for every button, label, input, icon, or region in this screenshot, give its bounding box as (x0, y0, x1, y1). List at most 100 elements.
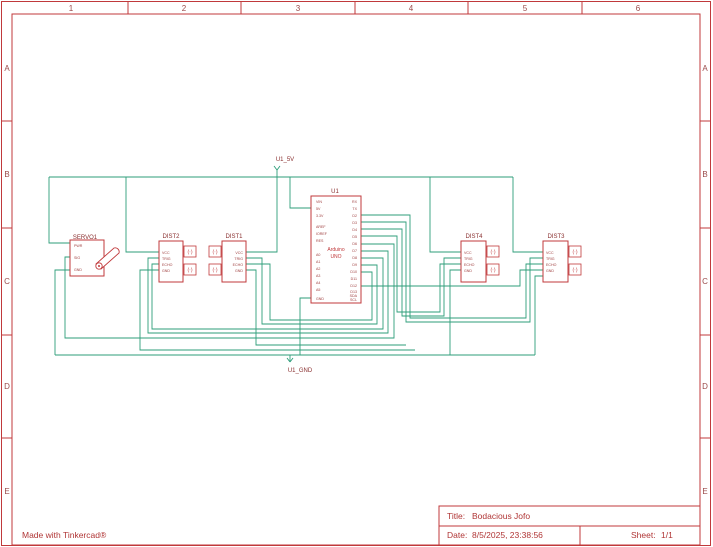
pin-label: ECHO (546, 263, 557, 267)
wire-dist3-gnd (534, 275, 543, 355)
row-labels: A B C D E A B C D E (4, 64, 708, 496)
pin-label: A4 (316, 281, 320, 285)
column-labels: 1 2 3 4 5 6 (69, 4, 641, 13)
net-label-gnd: U1_GND (288, 368, 313, 374)
row-label: E (702, 487, 707, 496)
pin-label: SCL (350, 298, 357, 302)
distance-sensor-dist1[interactable]: DIST1 VCC TRIG ECHO GND (·) (·) (208, 234, 247, 283)
board-name: Arduino (327, 247, 344, 253)
made-with-tinkercad: Made with Tinkercad® (22, 530, 107, 540)
row-label: B (4, 170, 9, 179)
pin-label: SDA (350, 294, 358, 298)
wires (48, 170, 543, 362)
sheet-label: Sheet: (631, 530, 656, 540)
pin-label: IOREF (316, 232, 328, 236)
transducer-icon (183, 263, 197, 276)
date-value: 8/5/2025, 23:38:56 (472, 530, 543, 540)
component-ref: U1 (331, 189, 339, 195)
sensor-body (158, 240, 184, 283)
svg-text:(·): (·) (491, 268, 496, 274)
pin-label: D4 (352, 228, 357, 232)
pin-label: D12 (350, 284, 357, 288)
svg-text:(·): (·) (213, 268, 218, 274)
pin-label: RES (316, 239, 324, 243)
transducer-icon (486, 263, 500, 276)
pin-label: D10 (350, 270, 357, 274)
pin-label: GND (316, 297, 324, 301)
component-ref: DIST3 (547, 234, 565, 240)
wire-u1-5v (289, 177, 311, 209)
pin-label: A5 (316, 288, 320, 292)
date-label: Date: (447, 530, 467, 540)
column-label: 1 (69, 4, 74, 13)
pin-label: 3.3V (316, 214, 324, 218)
net-u1-gnd: U1_GND (286, 357, 313, 374)
arduino-body (310, 195, 362, 304)
title-label: Title: (447, 511, 465, 521)
pin-label: VCC (162, 251, 170, 255)
pin-label: D5 (352, 235, 357, 239)
power-arrow-icon (273, 165, 281, 171)
pin-label: GND (546, 269, 554, 273)
wire-dist1-trig (246, 257, 378, 325)
row-label: A (4, 64, 10, 73)
row-label: D (702, 382, 708, 391)
sensor-body (221, 240, 247, 283)
sensor-body (542, 240, 569, 283)
arduino-uno-u1[interactable]: U1 Arduino UNO VIN 5V 3.3V AREF IOREF RE… (310, 189, 362, 304)
wire-dist3-echo (361, 214, 543, 319)
pin-label: TX (352, 207, 357, 211)
pin-label: A3 (316, 274, 320, 278)
distance-sensor-dist4[interactable]: DIST4 VCC TRIG ECHO GND (·) (·) (460, 234, 500, 283)
pin-label: 5V (316, 207, 321, 211)
pin-label: VIN (316, 200, 322, 204)
component-ref: DIST4 (465, 234, 483, 240)
pin-label: AREF (316, 225, 326, 229)
svg-text:(·): (·) (573, 250, 578, 256)
svg-text:(·): (·) (188, 268, 193, 274)
pin-label: D9 (352, 263, 357, 267)
wire-dist4-echo (361, 235, 461, 313)
distance-sensor-dist3[interactable]: DIST3 VCC TRIG ECHO GND (·) (·) (542, 234, 582, 283)
distance-sensor-dist2[interactable]: DIST2 VCC TRIG ECHO GND (·) (·) (158, 234, 197, 283)
title-block: Title: Bodacious Jofo Date: 8/5/2025, 23… (438, 505, 701, 546)
pin-label: D13 (350, 290, 357, 294)
pin-label: PWR (74, 244, 83, 248)
net-u1-5v: U1_5V (273, 157, 294, 171)
transducer-icon (208, 245, 222, 258)
pin-label: A2 (316, 267, 320, 271)
component-ref: DIST2 (162, 234, 180, 240)
pin-label: VCC (235, 251, 243, 255)
pin-label: A0 (316, 253, 320, 257)
pin-label: D8 (352, 256, 357, 260)
pin-label: RX (352, 200, 358, 204)
servo-component[interactable]: SERVO1 PWR SIG GND (69, 235, 120, 277)
wire-dist2-gnd (139, 269, 300, 351)
pin-label: ECHO (233, 263, 244, 267)
pin-label: ECHO (464, 263, 475, 267)
column-label: 2 (182, 4, 187, 13)
column-label: 3 (296, 4, 301, 13)
transducer-icon (568, 263, 582, 276)
wire-dist3-link (361, 269, 543, 287)
svg-text:(·): (·) (491, 250, 496, 256)
pin-label: D3 (352, 221, 357, 225)
servo-body (69, 239, 105, 277)
pin-label: SIG (74, 256, 80, 260)
pin-label: TRIG (162, 257, 171, 261)
svg-text:(·): (·) (188, 250, 193, 256)
column-label: 4 (409, 4, 414, 13)
title-value: Bodacious Jofo (472, 511, 530, 521)
transducer-icon (568, 245, 582, 258)
pin-label: GND (74, 268, 82, 272)
wire-dist3-trig (361, 221, 543, 323)
column-label: 5 (523, 4, 528, 13)
wire-servo-sig (64, 243, 395, 339)
column-label: 6 (636, 4, 641, 13)
pin-label: GND (464, 269, 472, 273)
pin-label: D6 (352, 242, 357, 246)
wire-dist2-trig (147, 250, 389, 334)
transducer-icon (183, 245, 197, 258)
